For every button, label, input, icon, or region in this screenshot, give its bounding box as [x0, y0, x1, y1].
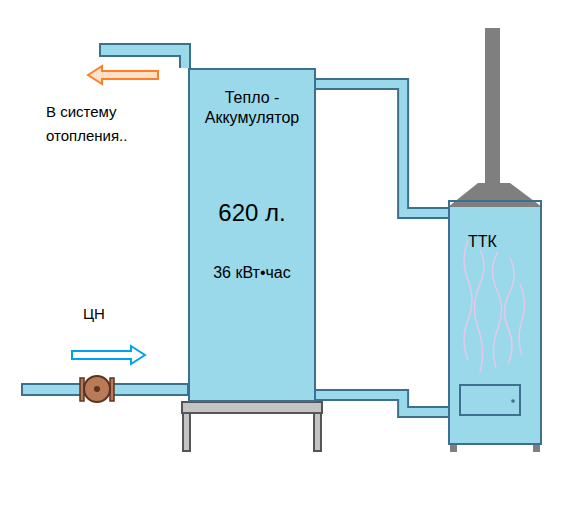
pipe-connector	[316, 84, 448, 213]
tank-volume: 620 л.	[194, 198, 310, 228]
heat-accumulator-tank: Тепло - Аккумулятор 620 л. 36 кВт•час	[188, 68, 316, 402]
tank-title: Тепло - Аккумулятор	[194, 88, 310, 128]
pump-name: ЦН	[83, 302, 123, 326]
boiler-name: ТТК	[468, 232, 497, 252]
tank-energy: 36 кВт•час	[194, 263, 310, 283]
boiler-leg	[533, 445, 540, 452]
outlet-pipe	[100, 44, 190, 68]
pipe-body	[316, 395, 448, 412]
stand-leg	[183, 413, 190, 451]
system-note: В систему отопления..	[46, 100, 144, 148]
flow-arrow	[88, 66, 158, 84]
flames	[464, 240, 525, 372]
boiler-leg	[450, 445, 457, 452]
stand-leg	[314, 413, 321, 451]
pump-hub	[94, 386, 100, 392]
door-handle	[511, 399, 515, 403]
pipe-outline	[316, 395, 448, 412]
tank-stand	[182, 402, 322, 413]
pipe-outline	[316, 84, 448, 213]
pipe-connector	[316, 395, 448, 412]
pump-symbol	[84, 376, 110, 402]
boiler-hood	[448, 183, 542, 207]
boiler-door	[460, 385, 520, 415]
chimney	[485, 28, 500, 186]
pipe-body	[316, 84, 448, 213]
solid-fuel-boiler: ТТК	[448, 200, 542, 445]
flow-arrow	[72, 346, 145, 364]
tank-fill	[188, 68, 316, 402]
boiler-fill	[448, 207, 542, 445]
